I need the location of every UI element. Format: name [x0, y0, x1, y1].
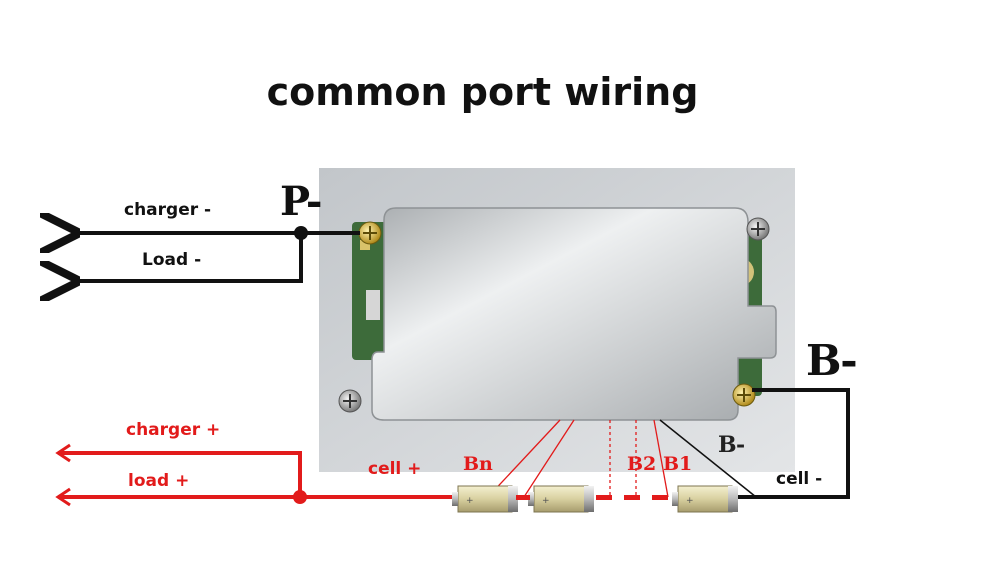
svg-text:+: + — [686, 496, 694, 506]
bn-label: Bn — [463, 453, 493, 475]
svg-text:+: + — [466, 496, 474, 506]
b2-label: B2 — [627, 453, 657, 475]
series-links — [516, 495, 668, 500]
page-title: common port wiring — [266, 70, 699, 114]
screw-icon — [732, 383, 756, 407]
aluminium-plate — [371, 207, 777, 421]
b-minus-wiring — [738, 388, 850, 499]
battery-cell: + — [528, 485, 594, 513]
b-minus-small-label: B- — [718, 432, 745, 458]
p-minus-label: P- — [280, 178, 322, 225]
load-minus-label: Load - — [142, 250, 202, 270]
screw-icon — [746, 217, 770, 241]
battery-cell-n: + — [452, 485, 518, 513]
b1-label: B1 — [663, 453, 693, 475]
b-minus-label: B- — [806, 336, 858, 385]
positive-wiring — [55, 443, 458, 507]
positive-junction — [293, 490, 307, 504]
balance-leads — [487, 419, 669, 498]
svg-text:+: + — [542, 496, 550, 506]
battery-cell-1: + — [672, 485, 738, 513]
charger-minus-label: charger - — [124, 200, 212, 220]
load-plus-label: load + — [128, 471, 190, 491]
screw-icon — [358, 221, 382, 245]
cell-plus-label: cell + — [368, 459, 422, 479]
charger-plus-label: charger + — [126, 420, 221, 440]
b-minus-lead — [659, 419, 757, 498]
cell-minus-label: cell - — [776, 469, 823, 489]
screw-icon — [338, 389, 362, 413]
p-minus-junction — [294, 226, 308, 240]
p-minus-wiring — [72, 233, 360, 281]
